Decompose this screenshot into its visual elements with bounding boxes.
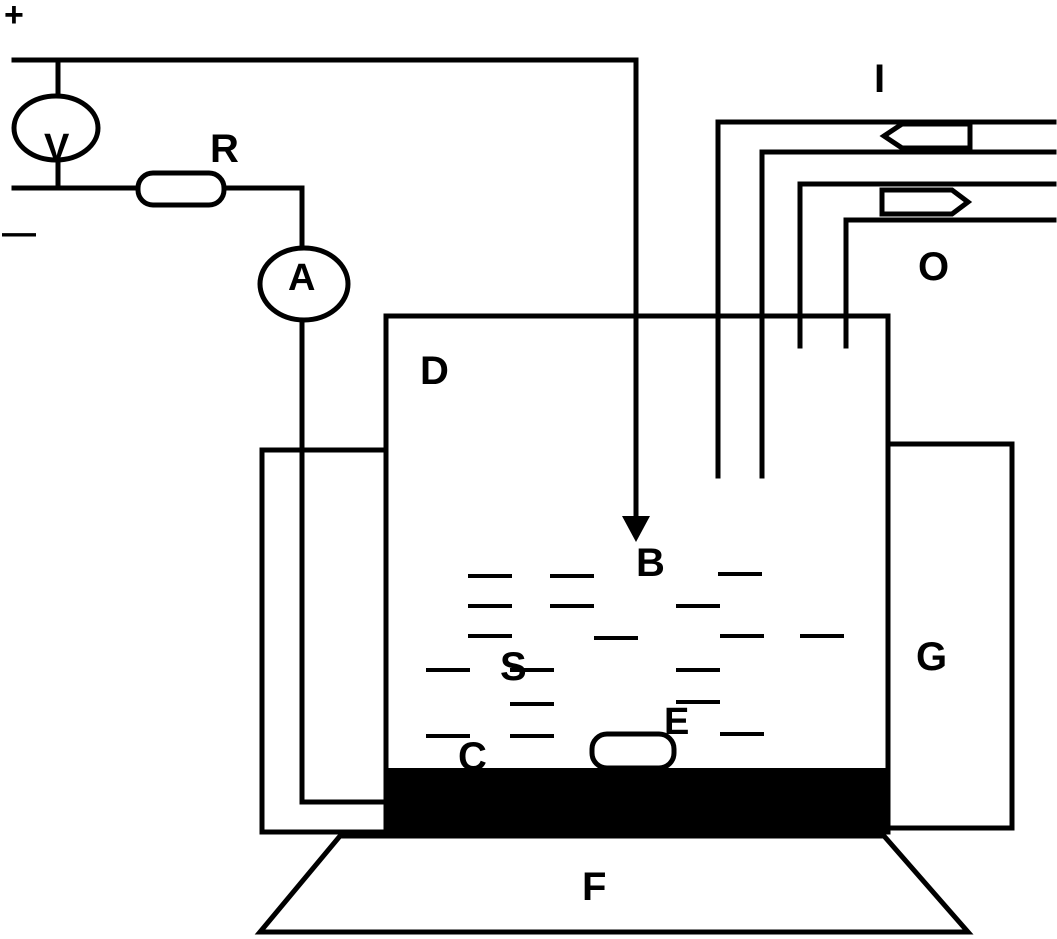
minus-label: — xyxy=(2,214,36,252)
resistor-label: R xyxy=(210,127,239,171)
solution-dashes xyxy=(426,572,844,738)
inlet-arrow xyxy=(879,121,973,151)
base-stand xyxy=(254,833,974,935)
sample-label: E xyxy=(664,701,689,743)
bottom-wire xyxy=(11,170,389,805)
electrode-b-arrow xyxy=(622,516,650,542)
cathode-plate xyxy=(386,768,888,832)
resistor-symbol xyxy=(135,170,227,208)
inlet-label: I xyxy=(874,57,885,101)
outer-bath-label: G xyxy=(916,635,947,679)
voltmeter-label: V xyxy=(44,127,70,169)
sample-e xyxy=(589,731,677,771)
plus-label: + xyxy=(4,0,24,34)
top-wire xyxy=(11,57,650,542)
solution-label: S xyxy=(500,645,527,689)
electrode-b-label: B xyxy=(636,541,665,585)
voltmeter-branch xyxy=(11,57,101,191)
ammeter-label: A xyxy=(288,257,315,299)
outlet-arrow xyxy=(879,187,973,217)
gas-tubes xyxy=(715,119,1057,479)
base-label: F xyxy=(582,865,606,909)
outer-bath xyxy=(259,441,1015,835)
cathode-label: C xyxy=(458,735,487,779)
voltmeter-symbol xyxy=(11,93,101,163)
vessel-label: D xyxy=(420,349,449,393)
outlet-label: O xyxy=(918,245,949,289)
